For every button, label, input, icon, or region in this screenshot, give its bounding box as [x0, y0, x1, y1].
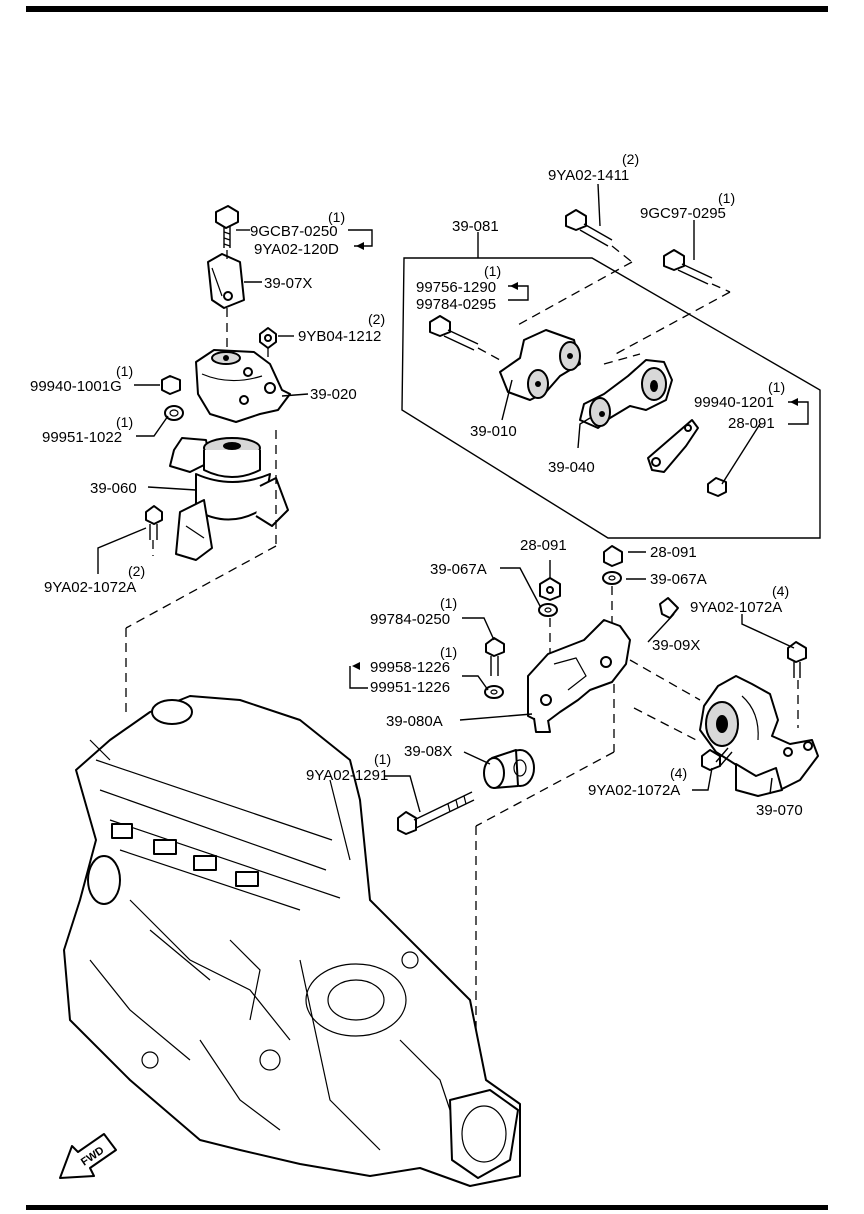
transmission-mount-bracket-icon — [527, 619, 631, 733]
callout-qty: (1) — [484, 263, 501, 279]
long-bolt-icon — [397, 791, 475, 835]
bolt-icon — [787, 641, 807, 678]
bushing-icon — [483, 749, 535, 789]
torque-rod-icon — [579, 359, 673, 429]
part-number-label: 99951-1022 — [42, 429, 122, 446]
fwd-direction-marker: FWD — [59, 1133, 117, 1179]
part-number-label: 39-07X — [264, 275, 312, 292]
washer-icon — [164, 405, 184, 421]
plate-icon — [647, 419, 699, 473]
bolt-icon — [215, 205, 239, 248]
callout-qty: (4) — [772, 583, 789, 599]
part-number-label: 28-091 — [520, 537, 567, 554]
callout-qty: (1) — [374, 751, 391, 767]
part-number-label: 99784-0295 — [416, 296, 496, 313]
bottom-border-rule — [26, 1205, 828, 1210]
top-border-rule — [26, 6, 828, 12]
part-number-label: 99756-1290 — [416, 279, 496, 296]
callout-qty: (2) — [128, 563, 145, 579]
part-number-label: 28-091 — [728, 415, 775, 432]
callout-qty: (1) — [768, 379, 785, 395]
callout-qty: (1) — [440, 595, 457, 611]
engine-mount-upper-icon — [195, 349, 291, 423]
callout-qty: (2) — [368, 311, 385, 327]
bolt-icon — [565, 209, 613, 247]
part-number-label: 99940-1201 — [694, 394, 774, 411]
washer-icon — [484, 685, 504, 699]
part-number-label: 9YA02-1072A — [44, 579, 136, 596]
mount-bracket-icon — [207, 253, 245, 309]
part-number-label: 39-067A — [650, 571, 707, 588]
part-number-label: 99951-1226 — [370, 679, 450, 696]
engine-mount-lower-icon — [169, 437, 289, 561]
callout-qty: (1) — [116, 414, 133, 430]
nut-icon — [707, 477, 727, 497]
washer-icon — [538, 603, 558, 617]
part-number-label: 39-09X — [652, 637, 700, 654]
part-number-label: 39-010 — [470, 423, 517, 440]
washer-icon — [161, 375, 181, 395]
part-number-label: 28-091 — [650, 544, 697, 561]
nut-icon — [259, 327, 277, 349]
engine-assembly-icon — [63, 695, 521, 1187]
nut-icon — [539, 577, 561, 601]
part-number-label: 39-070 — [756, 802, 803, 819]
part-number-label: 39-080A — [386, 713, 443, 730]
part-number-label: 9YB04-1212 — [298, 328, 381, 345]
part-number-label: 39-08X — [404, 743, 452, 760]
transmission-mount-icon — [699, 675, 819, 797]
part-number-label: 9YA02-1072A — [690, 599, 782, 616]
bolt-icon — [429, 315, 479, 351]
part-number-label: 39-060 — [90, 480, 137, 497]
washer-icon — [602, 571, 622, 585]
part-number-label: 9GC97-0295 — [640, 205, 726, 222]
bolt-icon — [701, 747, 733, 771]
part-number-label: 39-040 — [548, 459, 595, 476]
bolt-icon — [485, 637, 505, 676]
callout-qty: (1) — [440, 644, 457, 660]
bolt-icon — [663, 249, 713, 285]
part-number-label: 99940-1001G — [30, 378, 122, 395]
bolt-icon — [145, 505, 163, 540]
part-number-label: 99784-0250 — [370, 611, 450, 628]
callout-qty: (2) — [622, 151, 639, 167]
part-number-label: 9YA02-1411 — [548, 167, 629, 184]
callout-qty: (4) — [670, 765, 687, 781]
nut-icon — [603, 545, 623, 567]
part-number-label: 9YA02-120D — [254, 241, 339, 258]
leader-lines — [97, 183, 809, 813]
callout-qty: (1) — [116, 363, 133, 379]
callout-qty: (1) — [718, 190, 735, 206]
part-number-label: 9GCB7-0250 — [250, 223, 338, 240]
clip-icon — [659, 597, 679, 619]
kit-boundary-outline — [401, 257, 821, 539]
part-number-label: 99958-1226 — [370, 659, 450, 676]
part-number-label: 39-081 — [452, 218, 499, 235]
arrow-icon — [59, 1133, 117, 1179]
torque-rod-bracket-icon — [499, 329, 581, 401]
callout-qty: (1) — [328, 209, 345, 225]
part-number-label: 9YA02-1072A — [588, 782, 680, 799]
part-number-label: 39-067A — [430, 561, 487, 578]
part-number-label: 9YA02-1291 — [306, 767, 388, 784]
part-number-label: 39-020 — [310, 386, 357, 403]
